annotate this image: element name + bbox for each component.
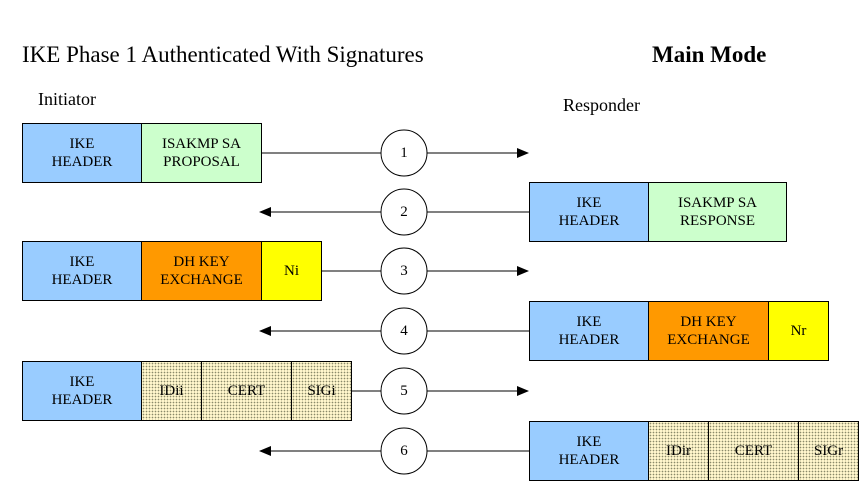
ike-header-field: IKE HEADER [529, 421, 649, 481]
message-3-arrow [320, 247, 529, 295]
ike-header-field: IKE HEADER [22, 361, 142, 421]
cert-field: CERT [202, 361, 292, 421]
nonce-nr-field: Nr [769, 301, 829, 361]
message-4-packet: IKE HEADER DH KEY EXCHANGE Nr [529, 301, 829, 361]
step-number: 3 [400, 262, 408, 279]
cert-field: CERT [709, 421, 799, 481]
message-4-arrow [259, 307, 529, 355]
message-6-arrow [259, 427, 529, 475]
isakmp-sa-proposal-field: ISAKMP SA PROPOSAL [142, 123, 262, 183]
idir-field: IDir [649, 421, 709, 481]
idii-field: IDii [142, 361, 202, 421]
message-3-packet: IKE HEADER DH KEY EXCHANGE Ni [22, 241, 322, 301]
message-6-packet: IKE HEADER IDir CERT SIGr [529, 421, 859, 481]
message-5-packet: IKE HEADER IDii CERT SIGi [22, 361, 352, 421]
sigr-field: SIGr [799, 421, 859, 481]
ike-header-field: IKE HEADER [22, 123, 142, 183]
step-number: 2 [400, 203, 408, 220]
isakmp-sa-response-field: ISAKMP SA RESPONSE [649, 182, 787, 242]
step-number: 1 [400, 144, 408, 161]
step-number: 6 [400, 442, 408, 459]
ike-header-field: IKE HEADER [529, 182, 649, 242]
ike-header-field: IKE HEADER [22, 241, 142, 301]
nonce-ni-field: Ni [262, 241, 322, 301]
dh-key-exchange-field: DH KEY EXCHANGE [649, 301, 769, 361]
message-5-arrow [350, 367, 529, 415]
step-number: 5 [400, 382, 408, 399]
diagram-title: IKE Phase 1 Authenticated With Signature… [22, 42, 424, 67]
message-1-packet: IKE HEADER ISAKMP SA PROPOSAL [22, 123, 262, 183]
mode-label: Main Mode [652, 42, 767, 67]
initiator-label: Initiator [38, 89, 96, 109]
responder-label: Responder [563, 95, 640, 115]
step-number: 4 [400, 322, 408, 339]
message-2-packet: IKE HEADER ISAKMP SA RESPONSE [529, 182, 787, 242]
sigi-field: SIGi [292, 361, 352, 421]
message-1-arrow [260, 129, 529, 177]
dh-key-exchange-field: DH KEY EXCHANGE [142, 241, 262, 301]
message-2-arrow [259, 188, 529, 236]
ike-header-field: IKE HEADER [529, 301, 649, 361]
